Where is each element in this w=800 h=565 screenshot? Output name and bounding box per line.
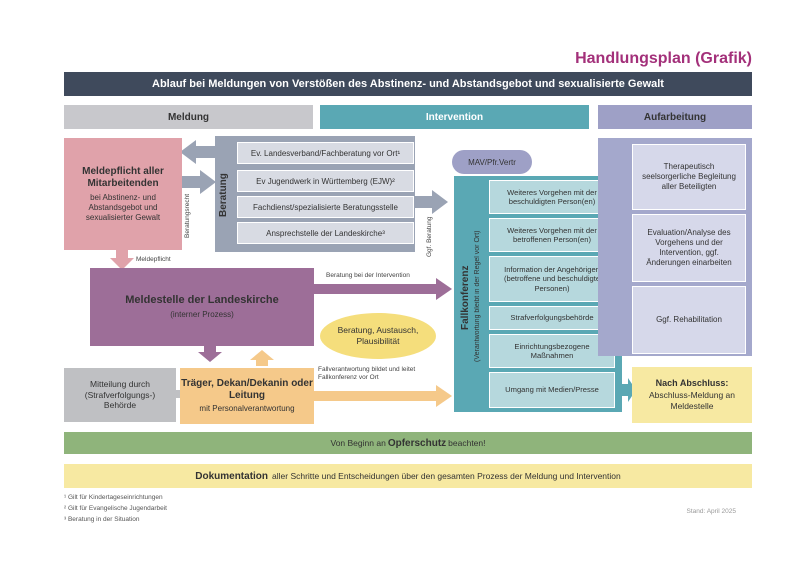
opfer-bold: Opferschutz bbox=[387, 437, 447, 449]
aufarbeitung-item: Evaluation/Analyse des Vorgehens und der… bbox=[632, 214, 746, 282]
doku-bold: Dokumentation bbox=[195, 470, 269, 482]
dokumentation-bar: Dokumentation aller Schritte und Entsche… bbox=[64, 464, 752, 488]
mitteilung-text: Mitteilung durch (Strafverfolgungs-) Beh… bbox=[84, 379, 156, 411]
arrow-meldestelle-to-traeger bbox=[198, 346, 222, 362]
phase-aufarbeitung: Aufarbeitung bbox=[598, 105, 752, 129]
arrow-traeger-fk-head bbox=[436, 385, 452, 407]
meldepflicht-sub: bei Abstinenz- und Abstandsgebot und sex… bbox=[85, 192, 161, 222]
arrow-beratung-to-fallkonferenz bbox=[415, 190, 448, 214]
traeger-heading: Träger, Dekan/Dekanin oder Leitung bbox=[181, 378, 313, 401]
arrow-fk-to-abschluss bbox=[622, 378, 636, 402]
mav-pill: MAV/Pfr.Vertr bbox=[452, 150, 532, 174]
beratung-label: Beratung bbox=[218, 173, 229, 217]
arrow-traeger-fk-shaft bbox=[314, 391, 436, 401]
arrow-meldepflicht-to-beratung bbox=[182, 170, 216, 194]
beratung-intervention-label: Beratung bei der Intervention bbox=[326, 272, 410, 279]
fallkonferenz-item: Strafverfolgungsbehörde bbox=[489, 306, 615, 330]
opferschutz-bar: Von Beginn an Opferschutz beachten! bbox=[64, 432, 752, 454]
beratung-item: Ev. Landesverband/Fachberatung vor Ort¹ bbox=[237, 142, 414, 164]
fallkonferenz-sub: (Verantwortung bleibt in der Regel vor O… bbox=[474, 230, 481, 362]
meldestelle-box: Meldestelle der Landeskirche (interner P… bbox=[90, 268, 314, 346]
footnote: ² Gilt für Evangelische Jugendarbeit bbox=[64, 505, 167, 512]
footnote: ¹ Gilt für Kindertageseinrichtungen bbox=[64, 494, 163, 501]
stand-date: Stand: April 2025 bbox=[686, 508, 736, 515]
mitteilung-box: Mitteilung durch (Strafverfolgungs-) Beh… bbox=[64, 368, 176, 422]
fallkonferenz-item: Umgang mit Medien/Presse bbox=[489, 372, 615, 408]
arrow-traeger-to-meldestelle bbox=[250, 350, 274, 366]
abschluss-box: Nach Abschluss: Abschluss-Meldung an Mel… bbox=[632, 367, 752, 423]
beratung-item: Ansprechstelle der Landeskirche³ bbox=[237, 222, 414, 244]
abschluss-sub: Abschluss-Meldung an Meldestelle bbox=[649, 390, 735, 411]
meldestelle-heading: Meldestelle der Landeskirche bbox=[125, 294, 279, 306]
arrow-meldestelle-fk-shaft bbox=[314, 284, 436, 294]
aufarbeitung-item: Therapeutisch seelsorgerliche Begleitung… bbox=[632, 144, 746, 210]
opfer-post: beachten! bbox=[448, 438, 486, 448]
aufarbeitung-item: Ggf. Rehabilitation bbox=[632, 286, 746, 354]
meldestelle-sub: (interner Prozess) bbox=[170, 310, 234, 319]
doku-rest: aller Schritte und Entscheidungen über d… bbox=[272, 471, 621, 481]
ggf-beratung-label: Ggf. Beratung bbox=[426, 216, 433, 258]
page-title: Handlungsplan (Grafik) bbox=[575, 50, 752, 67]
fallverantwortung-label: Fallverantwortung bildet und leitet Fall… bbox=[318, 366, 416, 382]
arrow-beratung-to-meldepflicht bbox=[180, 140, 215, 164]
phase-intervention: Intervention bbox=[320, 105, 589, 129]
traeger-box: Träger, Dekan/Dekanin oder Leitung mit P… bbox=[180, 368, 314, 424]
fallkonferenz-item: Einrichtungsbezogene Maßnahmen bbox=[489, 334, 615, 368]
fallkonferenz-item: Weiteres Vorgehen mit der betroffenen Pe… bbox=[489, 218, 615, 252]
meldepflicht-box: Meldepflicht aller Mitarbeitenden bei Ab… bbox=[64, 138, 182, 250]
traeger-sub: mit Personalverantwortung bbox=[199, 404, 295, 413]
oval-text: Beratung, Austausch, Plausibilität bbox=[337, 325, 419, 346]
opfer-pre: Von Beginn an bbox=[330, 438, 386, 448]
fallkonferenz-item: Information der Angehörigen (betroffene … bbox=[489, 256, 615, 302]
beratung-item: Ev Jugendwerk in Württemberg (EJW)² bbox=[237, 170, 414, 192]
fallkonferenz-item: Weiteres Vorgehen mit der beschuldigten … bbox=[489, 180, 615, 214]
arrow-meldepflicht-down bbox=[110, 250, 134, 270]
fallkonferenz-heading: Fallkonferenz bbox=[460, 265, 471, 331]
abschluss-heading: Nach Abschluss: bbox=[655, 378, 729, 389]
beratungsrecht-label: Beratungsrecht bbox=[184, 193, 191, 239]
meldepflicht-heading: Meldepflicht aller Mitarbeitenden bbox=[82, 165, 164, 189]
beratung-austausch-oval: Beratung, Austausch, Plausibilität bbox=[320, 313, 436, 359]
meldepflicht-arrow-label: Meldepflicht bbox=[136, 256, 171, 263]
footnote: ³ Beratung in der Situation bbox=[64, 516, 140, 523]
arrow-meldestelle-fk-head bbox=[436, 278, 452, 300]
phase-meldung: Meldung bbox=[64, 105, 313, 129]
beratung-item: Fachdienst/spezialisierte Beratungsstell… bbox=[237, 196, 414, 218]
process-banner: Ablauf bei Meldungen von Verstößen des A… bbox=[64, 72, 752, 96]
